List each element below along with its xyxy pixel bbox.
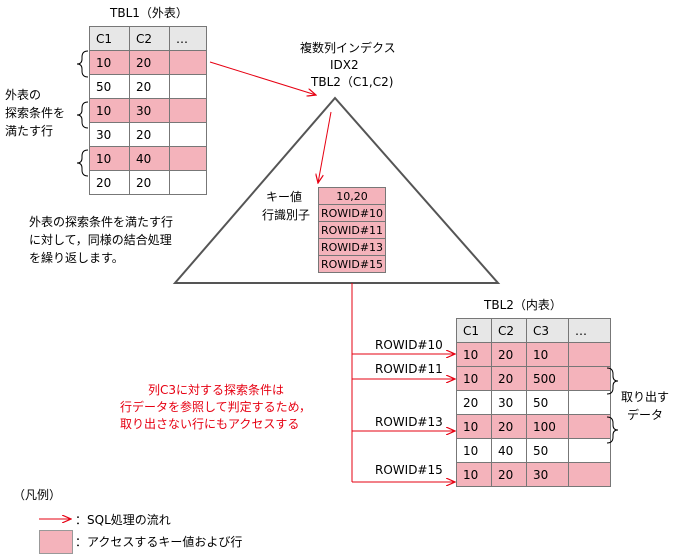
tbl1-cell [169,98,207,123]
tbl2-cell: 100 [526,414,569,439]
tbl1-side-label-2: 探索条件を [5,106,66,120]
brace-icon [606,416,619,444]
tbl1-side-label-1: 外表の [5,88,42,102]
key-value-label: キー値 [266,190,303,204]
index-rowid: ROWID#15 [318,255,386,273]
tbl2-cell: 30 [491,390,527,415]
note-red-1: 列C3に対する探索条件は [148,383,285,397]
arrow-label-rowid11: ROWID#11 [375,362,443,376]
brace-icon [76,50,89,78]
brace-icon [606,367,619,395]
index-key-value: 10,20 [318,187,386,205]
tbl2-cell: 20 [491,366,527,391]
flow-arrow [318,111,332,183]
index-triangle [172,96,501,284]
tbl2-cell: 20 [491,462,527,487]
tbl2-cell: 30 [526,462,569,487]
tbl1-cell: 50 [89,74,130,99]
note-left-3: を繰り返します。 [29,251,124,265]
brace-icon [76,101,89,129]
tbl1-cell: 10 [89,98,130,123]
tbl2-header-c2: C2 [491,318,527,343]
tbl2-header-c1: C1 [456,318,492,343]
tbl2-header-more: … [568,318,611,343]
tbl1-cell: 20 [129,170,170,195]
tbl1-cell: 40 [129,146,170,171]
arrow-label-rowid10: ROWID#10 [375,338,443,352]
index-rowid: ROWID#13 [318,238,386,256]
legend-arrow-text: ：SQL処理の流れ [75,513,171,527]
tbl1-side-label-3: 満たす行 [5,124,54,138]
tbl1-cell [169,170,207,195]
tbl2-cell: 10 [456,462,492,487]
tbl1-cell: 30 [129,98,170,123]
tbl2-side-label-1: 取り出す [621,390,670,404]
brace-icon [76,149,89,177]
tbl1-title: TBL1（外表） [110,6,188,20]
row-id-label: 行識別子 [262,208,311,222]
tbl2-side-label-2: データ [627,408,664,422]
tbl1-header-c2: C2 [129,26,170,51]
note-red-2: 行データを参照して判定するため， [120,400,312,414]
tbl2-cell [568,462,611,487]
note-red-3: 取り出さない行にもアクセスする [120,417,300,431]
arrow-label-rowid13: ROWID#13 [375,415,443,429]
index-title-2: IDX2 [330,58,359,72]
tbl1-cell: 10 [89,146,130,171]
tbl2-header-row: C1 C2 C3 … [456,318,611,343]
tbl2-cell [568,366,611,391]
legend-highlight-swatch [39,530,73,554]
index-rowid: ROWID#10 [318,204,386,222]
tbl2-cell [568,390,611,415]
tbl2-cell: 10 [456,366,492,391]
index-title-3: TBL2（C1,C2) [311,75,394,89]
note-left-1: 外表の探索条件を満たす行 [29,215,174,229]
index-title-1: 複数列インデクス [300,41,396,55]
tbl2-cell: 20 [491,414,527,439]
legend-box-text: ：アクセスするキー値および行 [75,535,243,549]
tbl2-title: TBL2（内表） [484,298,562,312]
tbl1-header-more: … [169,26,207,51]
arrow-label-rowid15: ROWID#15 [375,463,443,477]
tbl2-cell [568,414,611,439]
tbl1-header-row: C1 C2 … [89,26,207,51]
tbl2-cell: 10 [456,342,492,367]
tbl1-cell: 20 [129,122,170,147]
tbl2-cell: 10 [456,438,492,463]
tbl2-cell: 10 [456,414,492,439]
note-left-2: に対して，同様の結合処理 [29,233,172,247]
index-key-box: 10,20 ROWID#10 ROWID#11 ROWID#13 ROWID#1… [318,187,386,273]
flow-arrow [209,61,316,95]
legend-title: （凡例） [13,488,62,502]
tbl2-cell: 10 [526,342,569,367]
tbl1-cell: 20 [129,50,170,75]
